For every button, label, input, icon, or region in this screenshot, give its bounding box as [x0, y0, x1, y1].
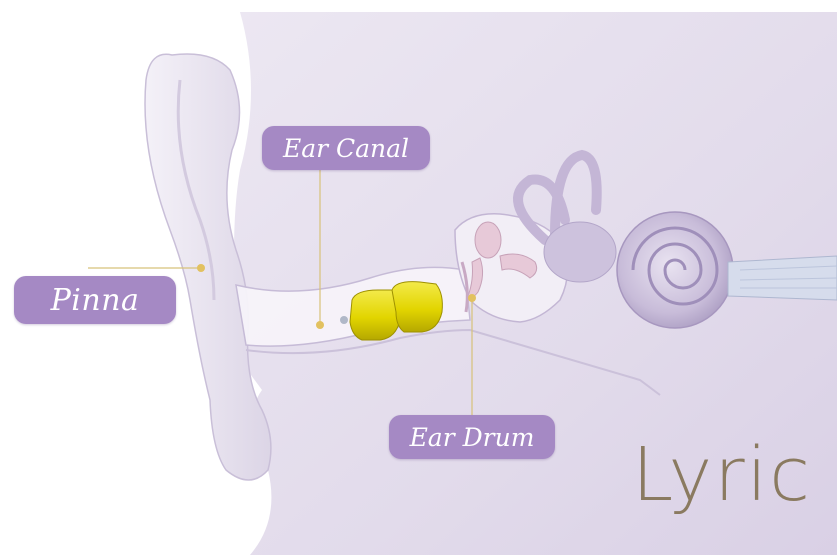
label-ear-drum-text: Ear Drum [410, 423, 535, 452]
cochlea [617, 212, 733, 328]
vestibule [544, 222, 616, 282]
label-ear-canal-text: Ear Canal [283, 134, 409, 163]
brand-logo: Lyric [632, 438, 812, 512]
label-pinna: Pinna [14, 276, 176, 324]
label-pinna-text: Pinna [51, 283, 140, 318]
label-ear-drum: Ear Drum [389, 415, 555, 459]
label-ear-canal: Ear Canal [262, 126, 430, 170]
